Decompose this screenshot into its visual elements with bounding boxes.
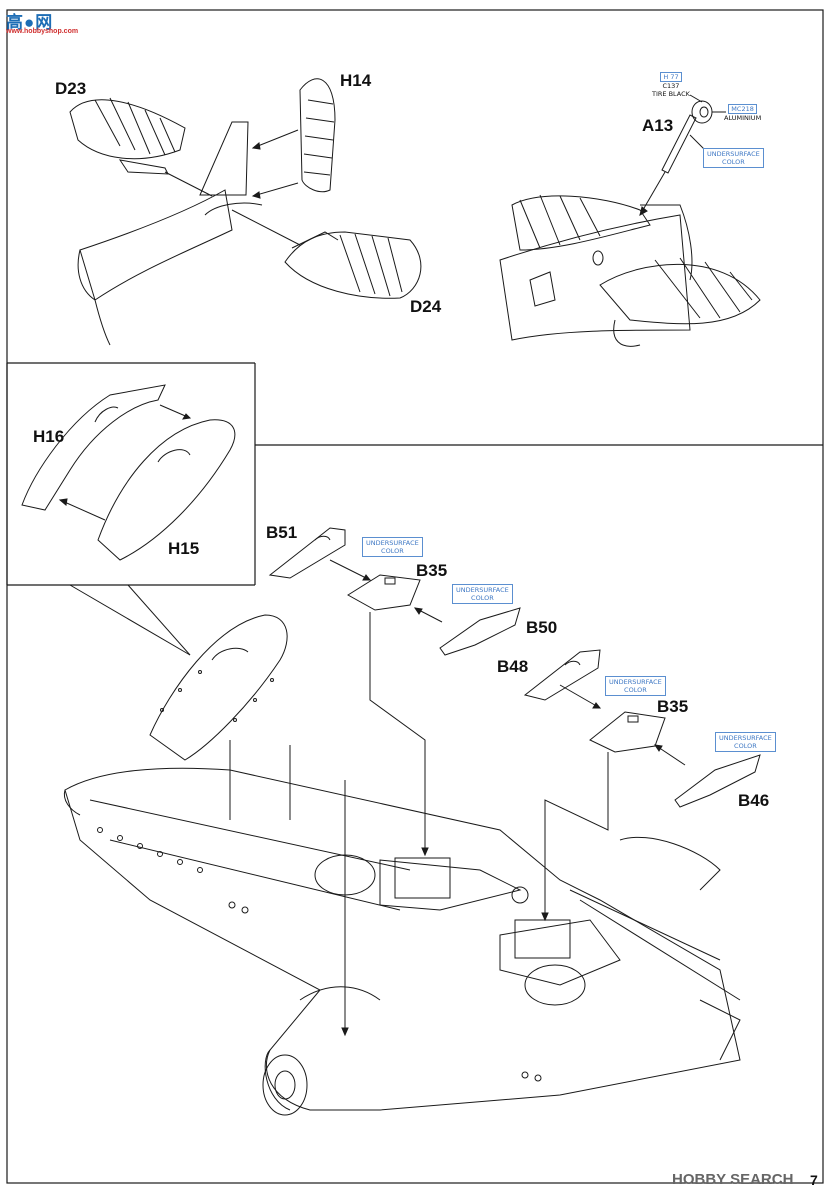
part-label-h15: H15: [168, 539, 200, 558]
gun-bay-panels: [268, 527, 761, 922]
part-label-d24: D24: [410, 297, 442, 316]
paint-callout-tire: H 77 C137 TIRE BLACK: [652, 72, 690, 98]
part-label-h16: H16: [33, 427, 65, 446]
part-label-h14: H14: [340, 71, 372, 90]
page-number: 7: [810, 1172, 818, 1188]
watermark-logo-top: 高●网: [6, 13, 54, 32]
watermark-url-top: www.hobbyshop.com: [6, 28, 79, 35]
cowling-parts: [21, 384, 236, 656]
paint-code-c137: C137: [662, 82, 680, 90]
tail-assembly-right: [499, 94, 761, 347]
part-label-d23: D23: [55, 79, 87, 98]
part-label-b51: B51: [266, 523, 298, 542]
panel-frames: [6, 9, 824, 1184]
part-label-b50: B50: [526, 618, 558, 637]
paint-code-h77: H 77: [660, 72, 682, 82]
part-label-b35-bottom: B35: [657, 697, 689, 716]
paint-code-mc218: MC218: [728, 104, 757, 114]
paint-callout-aluminium: MC218 ALUMINIUM: [724, 104, 761, 122]
watermark-hobby-search: HOBBY SEARCH: [672, 1171, 794, 1188]
part-label-a13: A13: [642, 116, 674, 135]
paint-name-aluminium: ALUMINIUM: [724, 114, 762, 122]
tail-assembly-left: [69, 78, 422, 346]
paint-name-tire-black: TIRE BLACK: [652, 90, 690, 98]
large-cowling-part: [149, 614, 291, 820]
part-label-b46: B46: [738, 791, 770, 810]
part-label-b48: B48: [497, 657, 529, 676]
part-label-b35-top: B35: [416, 561, 448, 580]
wing-fuselage-main: [63, 767, 741, 1116]
assembly-arrows: [164, 129, 301, 246]
